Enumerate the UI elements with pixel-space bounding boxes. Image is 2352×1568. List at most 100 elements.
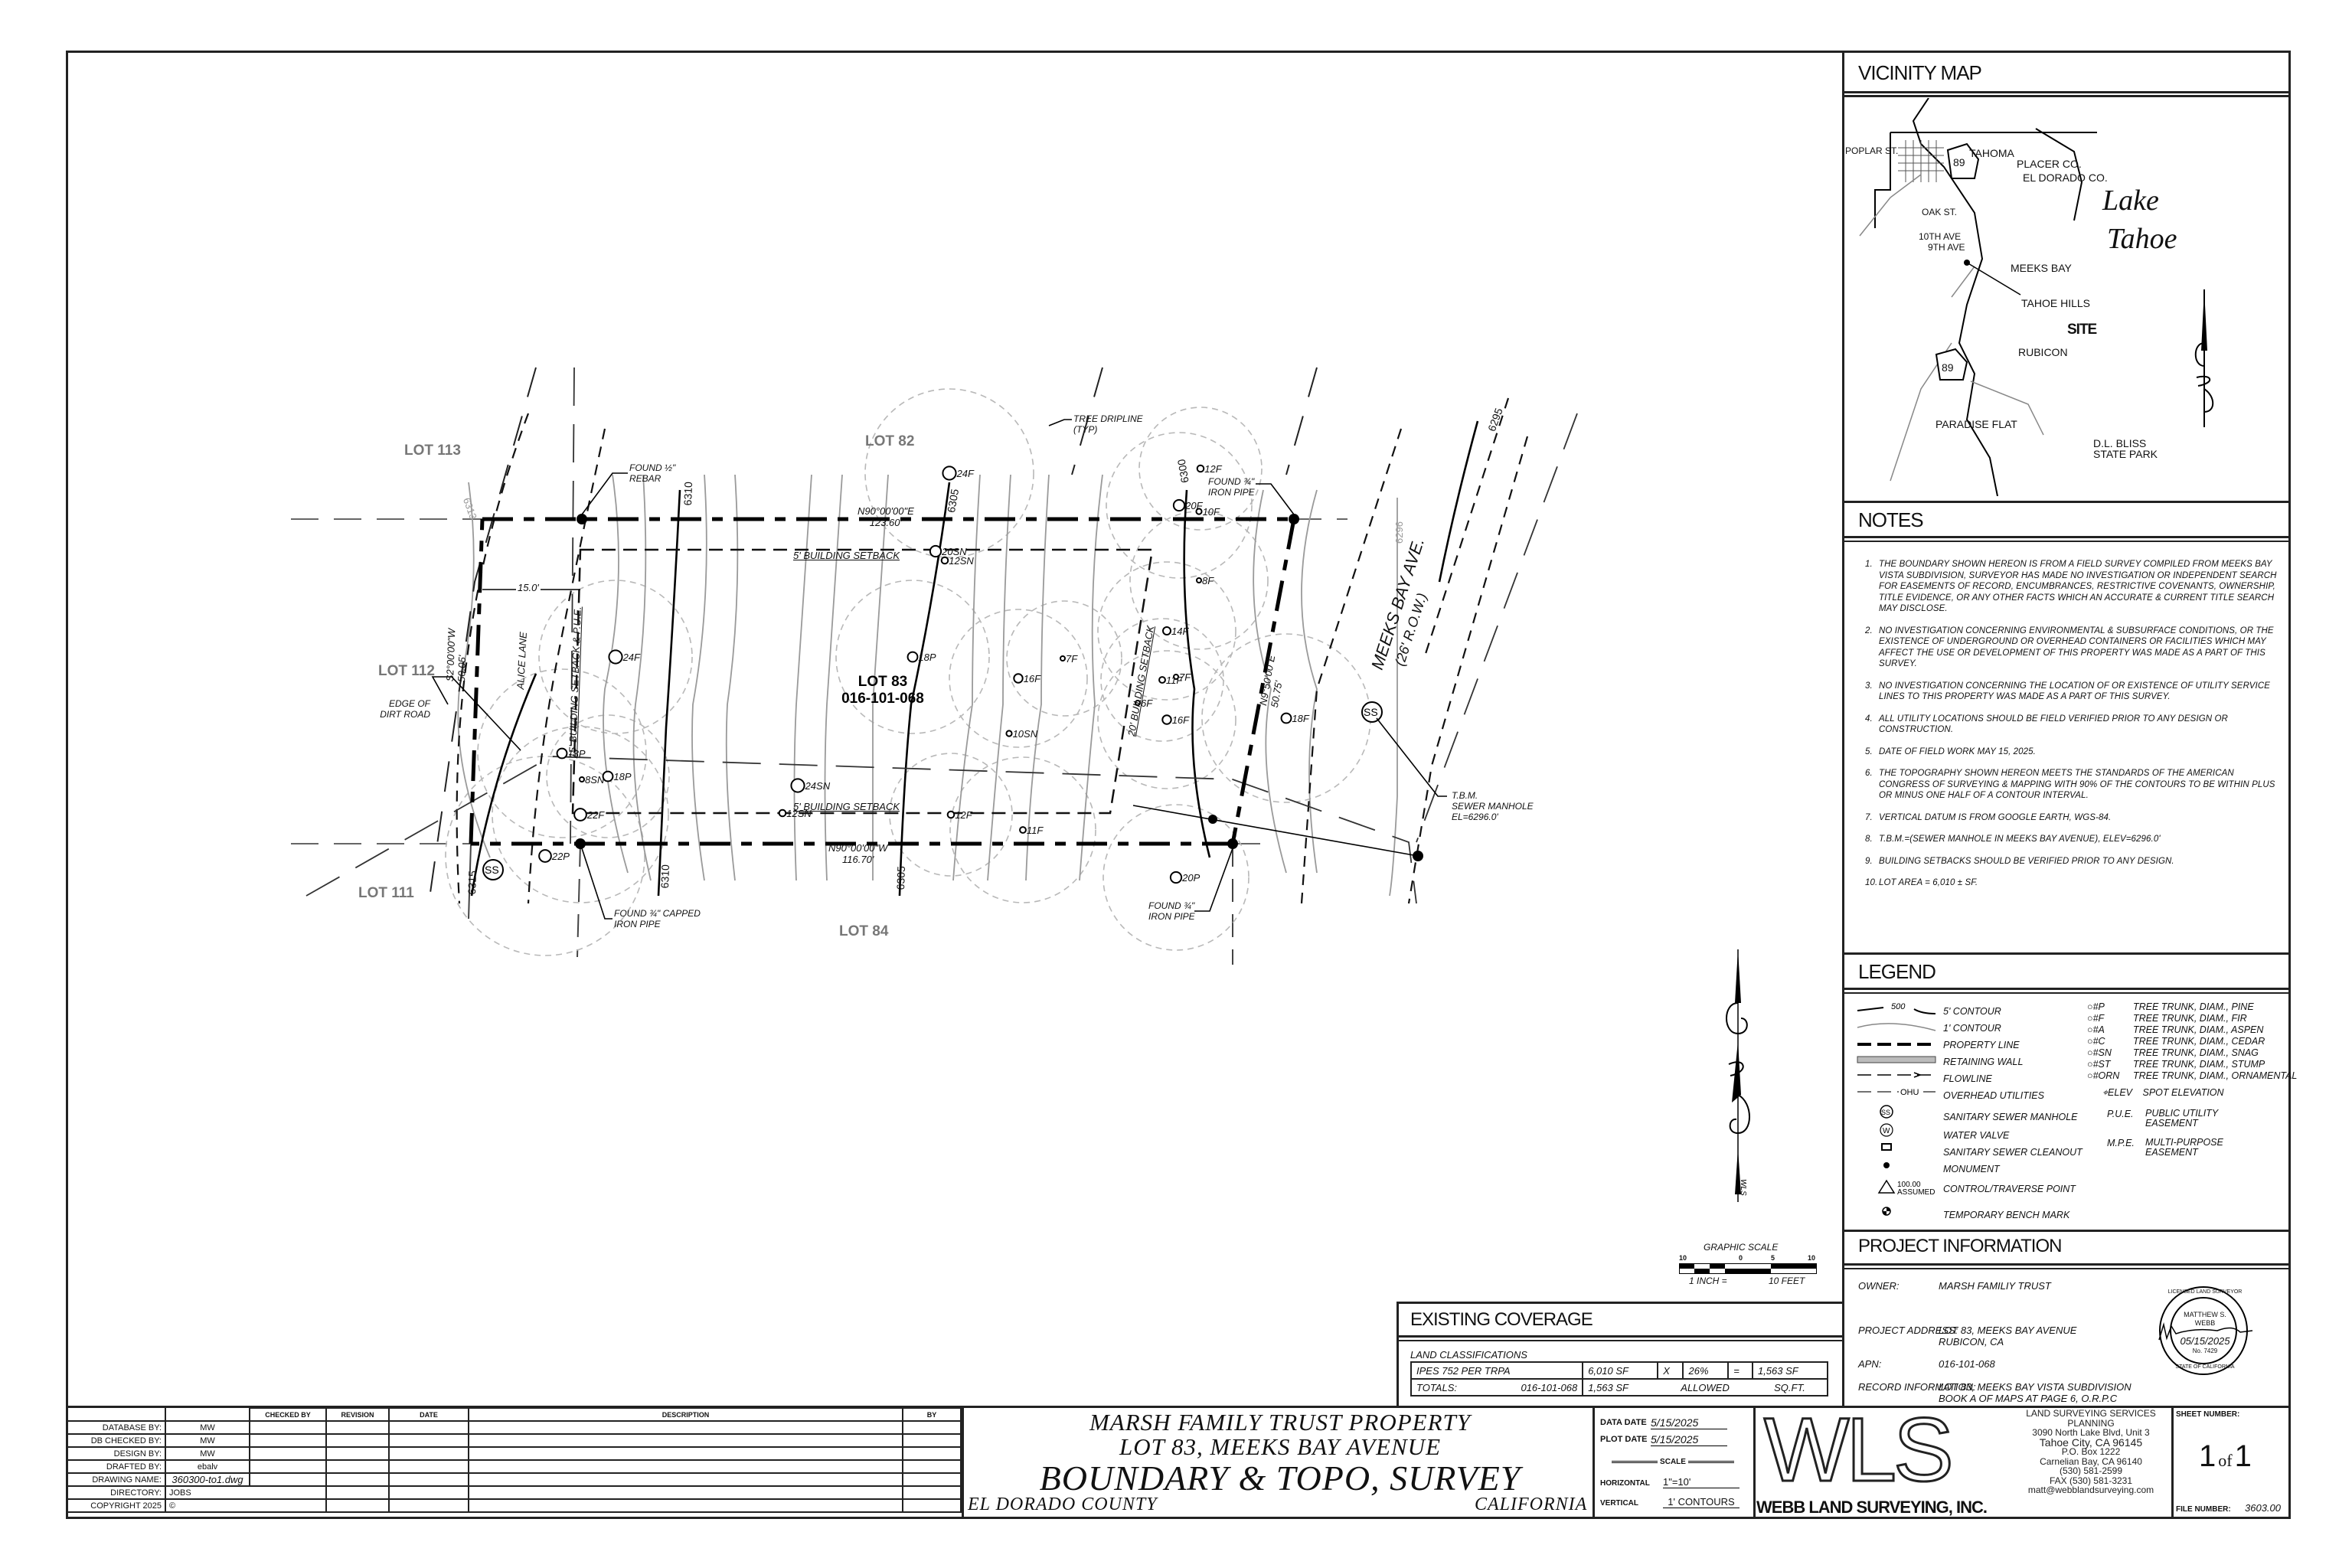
vm-label-paradise-flat: PARADISE FLAT (1936, 418, 2017, 430)
divider (1753, 1407, 1756, 1519)
contour-label-6310: 6310 (681, 481, 695, 506)
tree-trunk-icon: ○#SN (2087, 1047, 2112, 1058)
svg-text:16F: 16F (1024, 673, 1041, 684)
tree-trunk-icon: ○#P (2087, 1001, 2105, 1012)
vm-label-tenth-ave: 10TH AVE (1919, 231, 1962, 242)
scale-label: SCALE (1660, 1458, 1686, 1466)
legend-tree-label: TREE TRUNK, DIAM., STUMP (2133, 1059, 2265, 1070)
legend-item-contour-1: 1' CONTOUR (1943, 1023, 2001, 1034)
note-item: 5.DATE OF FIELD WORK MAY 15, 2025. (1865, 746, 2278, 758)
info-value: © (165, 1498, 327, 1513)
legend-line: MULTI-PURPOSE (2145, 1137, 2223, 1148)
vm-label-meeks-bay: MEEKS BAY (2011, 262, 2072, 274)
lot-83-label: LOT 83 016-101-068 (833, 674, 933, 707)
drawing-frame (66, 51, 2291, 1519)
info-label: DB CHECKED BY: (66, 1433, 166, 1448)
title-line-2: LOT 83, MEEKS BAY AVENUE (1119, 1433, 1442, 1460)
note-number: 10. (1865, 878, 1878, 887)
monument-icon (1289, 514, 1299, 524)
coverage-cell: X (1657, 1361, 1684, 1380)
note-text: BUILDING SETBACKS SHOULD BE VERIFIED PRI… (1879, 856, 2174, 866)
edge-dirt-road-callout: EDGE OF DIRT ROAD (368, 698, 430, 720)
contour-label-6296: 6296 (1393, 521, 1405, 544)
callout-line: (TYP) (1073, 424, 1098, 435)
note-number: 6. (1865, 769, 1873, 778)
legend-tree-label: TREE TRUNK, DIAM., SNAG (2133, 1047, 2259, 1058)
notes-title: NOTES (1858, 508, 1924, 531)
rev-header-checked-by: CHECKED BY (249, 1407, 327, 1422)
title-info-row: DRAWING NAME:360300-to1.dwg (66, 1472, 962, 1487)
rev-cell (902, 1446, 962, 1461)
callout-line: FOUND ½" (629, 462, 676, 473)
tbm-callout: T.B.M. SEWER MANHOLE EL=6296.0' (1452, 790, 1534, 822)
legend-item-bench-mark: TEMPORARY BENCH MARK (1943, 1210, 2070, 1220)
callout-line: DIRT ROAD (380, 709, 430, 720)
divider (1844, 1263, 2288, 1266)
info-value: JOBS (165, 1485, 327, 1500)
survey-plan: .prop{stroke:#000;stroke-width:5;fill:no… (291, 367, 1578, 965)
south-distance-value: 116.70' (842, 854, 874, 865)
svg-text:8F: 8F (1202, 575, 1214, 586)
note-number: 2. (1865, 626, 1873, 635)
notes-list: 1.THE BOUNDARY SHOWN HEREON IS FROM A FI… (1865, 559, 2278, 900)
note-text: VERTICAL DATUM IS FROM GOOGLE EARTH, WGS… (1879, 812, 2112, 822)
legend-item-sewer-manhole: SANITARY SEWER MANHOLE (1943, 1112, 2078, 1122)
legend-tree-code: #ST (2092, 1059, 2111, 1070)
tree-trunk-icon: 24F (942, 466, 975, 481)
note-text: THE TOPOGRAPHY SHOWN HEREON MEETS THE ST… (1879, 769, 2275, 800)
scale-header: SCALE (1600, 1458, 1746, 1466)
seal-ring-top: LICENSED LAND SURVEYOR (2167, 1289, 2243, 1295)
found-capped-pipe-callout: FOUND ¾" CAPPED IRON PIPE (614, 908, 701, 929)
rev-cell (249, 1433, 327, 1448)
tree-trunk-icon: 22P (538, 849, 570, 863)
svg-text:16F: 16F (1172, 714, 1190, 726)
note-text: T.B.M.=(SEWER MANHOLE IN MEEKS BAY AVENU… (1879, 835, 2161, 844)
plot-date-value: 5/15/2025 (1651, 1433, 1727, 1446)
seal-name: WEBB (2194, 1319, 2216, 1327)
svg-text:10F: 10F (1203, 506, 1220, 518)
monument-icon (575, 838, 586, 849)
vm-label-tahoma: TAHOMA (1969, 147, 2014, 159)
lot-84-label: LOT 84 (839, 923, 889, 939)
rev-cell (388, 1459, 469, 1474)
legend-tree-label: TREE TRUNK, DIAM., CEDAR (2133, 1036, 2265, 1047)
contact-line: PLANNING (2067, 1417, 2115, 1429)
apn-label: APN: (1858, 1358, 1882, 1370)
seal-date: 05/15/2025 (2180, 1335, 2230, 1347)
rev-cell (325, 1485, 390, 1500)
vm-label-bliss-line: STATE PARK (2093, 448, 2158, 460)
callout-line: REBAR (629, 473, 662, 484)
company-contact: LAND SURVEYING SERVICES PLANNING 3090 No… (2012, 1409, 2170, 1495)
tree-trunk-icon: 24SN (790, 778, 831, 793)
sewer-manhole-icon: SS (482, 859, 504, 880)
file-number-label: FILE NUMBER: (2176, 1505, 2231, 1514)
note-text: NO INVESTIGATION CONCERNING ENVIRONMENTA… (1879, 626, 2274, 669)
address-line: LOT 83, MEEKS BAY AVENUE (1939, 1325, 2077, 1336)
legend-tree-code: #C (2092, 1036, 2105, 1047)
legend-tree-code: #A (2092, 1024, 2105, 1035)
divider (1844, 988, 2288, 990)
legend-tree-code: #F (2092, 1013, 2105, 1024)
legend-mpe-label: MULTI-PURPOSE EASEMENT (2145, 1138, 2223, 1158)
coverage-cell: TOTALS: (1410, 1378, 1485, 1396)
coverage-row: IPES 752 PER TRPA 6,010 SF X 26% = 1,563… (1410, 1361, 1829, 1380)
graphic-scale-caption-right: 10 FEET (1769, 1276, 1805, 1286)
note-item: 7.VERTICAL DATUM IS FROM GOOGLE EARTH, W… (1865, 812, 2278, 824)
sewer-manhole-icon: SS (1361, 701, 1383, 723)
county-label: EL DORADO COUNTY (968, 1494, 1158, 1514)
svg-text:10SN: 10SN (1013, 728, 1038, 740)
sheet-of: of (2218, 1451, 2233, 1470)
contact-line: LAND SURVEYING SERVICES (2026, 1408, 2156, 1419)
tree-trunk-icon: 8F (1196, 575, 1214, 586)
vm-label-placer: PLACER CO. (2017, 158, 2082, 170)
file-number-value: 3603.00 (2245, 1502, 2281, 1514)
contact-line: (530) 581-2599 (2059, 1465, 2123, 1476)
rev-cell (902, 1420, 962, 1435)
coverage-row: TOTALS: 016-101-068 1,563 SF ALLOWED SQ.… (1410, 1378, 1829, 1396)
rev-cell (388, 1420, 469, 1435)
seal-number: No. 7429 (2192, 1348, 2218, 1354)
title-block-top (66, 1406, 2291, 1408)
svg-text:18F: 18F (1292, 713, 1309, 724)
tree-trunk-icon: 22F (573, 808, 605, 822)
scale-tick: 10 (1679, 1254, 1687, 1262)
